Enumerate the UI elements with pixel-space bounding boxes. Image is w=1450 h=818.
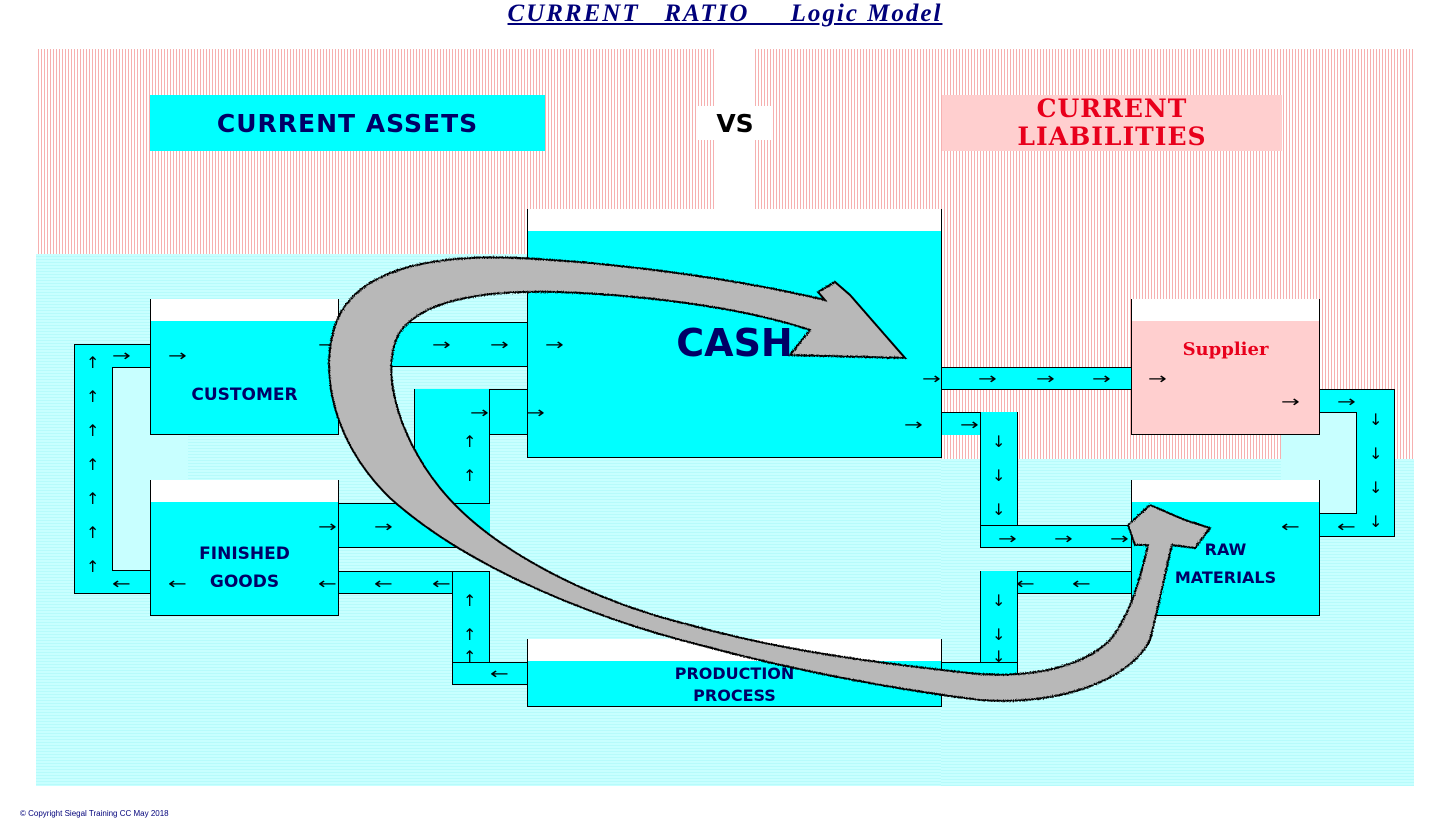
flow-arrow-right: → [1110, 529, 1129, 548]
flow-arrow-down: ↓ [1369, 512, 1383, 531]
cycle-arrow-body [328, 256, 1212, 702]
flow-arrow-down: ↓ [1369, 444, 1383, 463]
flow-arrow-left: ← [432, 574, 451, 593]
flow-arrow-up: ↑ [463, 647, 477, 666]
flow-arrow-right: → [998, 529, 1017, 548]
flow-arrow-down: ↓ [1369, 478, 1383, 497]
flow-arrow-right: → [1092, 369, 1111, 388]
flow-arrow-right: → [490, 335, 509, 354]
flow-arrow-right: → [904, 415, 923, 434]
flow-arrow-right: → [470, 403, 489, 422]
flow-arrow-right: → [545, 335, 564, 354]
flow-arrow-right: → [1054, 529, 1073, 548]
pipe-cash-raw-horizontal [980, 525, 1168, 548]
flow-arrow-right: → [960, 415, 979, 434]
flow-arrow-up: ↑ [86, 387, 100, 406]
current-assets-label: CURRENT ASSETS [150, 95, 545, 151]
cash-label: CASH [676, 321, 793, 365]
copyright-text: © Copyright Siegal Training CC May 2018 [20, 809, 169, 818]
flow-arrow-left: ← [490, 664, 509, 683]
flow-arrow-up: ↑ [86, 353, 100, 372]
flow-arrow-right: → [112, 346, 131, 365]
flow-arrow-up: ↑ [86, 489, 100, 508]
flow-arrow-left: ← [168, 574, 187, 593]
flow-arrow-right: → [318, 517, 337, 536]
flow-arrow-down: ↓ [992, 591, 1006, 610]
vs-label: VS [698, 106, 772, 140]
flow-arrow-down: ↓ [992, 647, 1006, 666]
flow-arrow-up: ↑ [463, 466, 477, 485]
supplier-label: Supplier [1182, 339, 1269, 360]
flow-arrow-up: ↑ [86, 557, 100, 576]
flow-arrow-left: ← [1281, 517, 1300, 536]
finished-goods-node: FINISHED GOODS [150, 480, 339, 616]
flow-arrow-right: → [922, 369, 941, 388]
page-title: CURRENT RATIO Logic Model [507, 0, 943, 27]
flow-arrow-left: ← [318, 574, 337, 593]
flow-arrow-right: → [374, 517, 393, 536]
production-label-1: PRODUCTION [674, 664, 795, 683]
flow-arrow-left: ← [112, 574, 131, 593]
flow-arrow-right: → [1148, 369, 1167, 388]
flow-arrow-down: ↓ [992, 625, 1006, 644]
flow-arrow-right: → [432, 335, 451, 354]
flow-arrow-left: ← [1072, 574, 1091, 593]
flow-arrow-down: ↓ [1369, 410, 1383, 429]
supplier-node: Supplier [1131, 299, 1320, 435]
flow-arrow-up: ↑ [86, 455, 100, 474]
production-label-2: PROCESS [693, 686, 776, 705]
raw-materials-label-1: RAW [1204, 540, 1247, 559]
flow-arrow-up: ↑ [463, 625, 477, 644]
pipe-cash-supplier [904, 367, 1168, 390]
flow-arrow-right: → [1036, 369, 1055, 388]
customer-node: CUSTOMER [150, 299, 339, 435]
flow-arrow-down: ↓ [992, 466, 1006, 485]
flow-arrow-right: → [978, 369, 997, 388]
flow-arrow-right: → [1281, 392, 1300, 411]
flow-arrow-down: ↓ [992, 500, 1006, 519]
flow-arrow-up: ↑ [86, 523, 100, 542]
flow-arrow-up: ↑ [463, 591, 477, 610]
flow-arrow-down: ↓ [992, 432, 1006, 451]
flow-arrow-up: ↑ [463, 432, 477, 451]
customer-label: CUSTOMER [191, 385, 298, 405]
flow-arrow-right: → [1337, 392, 1356, 411]
flow-arrow-left: ← [1016, 574, 1035, 593]
finished-goods-label-1: FINISHED [199, 544, 290, 564]
flow-arrow-left: ← [374, 574, 393, 593]
finished-goods-label-2: GOODS [209, 572, 280, 592]
current-liabilities-label: CURRENT LIABILITIES [942, 95, 1282, 151]
flow-arrow-right: → [168, 346, 187, 365]
flow-arrow-up: ↑ [86, 421, 100, 440]
flow-arrow-left: ← [1337, 517, 1356, 536]
flow-arrow-right: → [526, 403, 545, 422]
raw-materials-label-2: MATERIALS [1174, 568, 1277, 587]
